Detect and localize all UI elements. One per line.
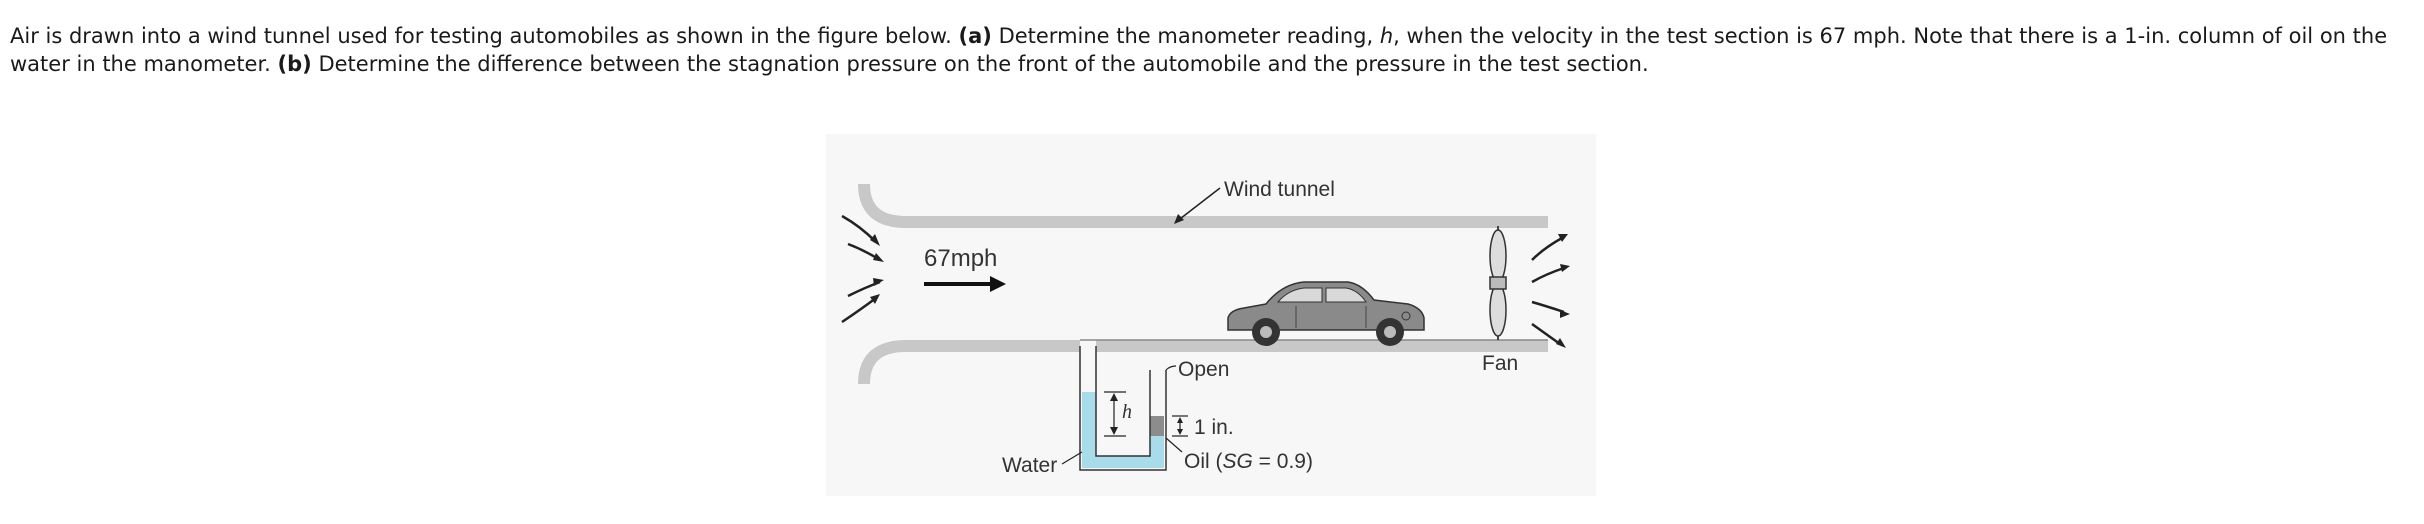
oil-height-label: 1 in. — [1194, 416, 1234, 439]
problem-intro: Air is drawn into a wind tunnel used for… — [10, 24, 952, 48]
speed-label: 67mph — [924, 245, 997, 272]
wind-tunnel-leader — [1175, 187, 1221, 223]
part-b-marker: (b) — [277, 52, 312, 76]
water-label: Water — [1002, 454, 1057, 477]
part-a-text-2: , when the velocity in the test section … — [10, 24, 2388, 76]
automobile — [1227, 281, 1425, 346]
open-label: Open — [1178, 358, 1229, 381]
inlet-flow-arrows — [841, 214, 881, 324]
outlet-flow-arrows — [1531, 236, 1565, 346]
problem-statement: Air is drawn into a wind tunnel used for… — [10, 22, 2414, 78]
part-a-marker: (a) — [958, 24, 992, 48]
h-dimension — [1104, 391, 1126, 437]
part-a-variable: h — [1379, 24, 1394, 48]
oil-column — [1150, 416, 1164, 436]
flow-arrow-head — [990, 276, 1006, 292]
manometer — [1079, 346, 1167, 471]
inlet-arrowheads — [870, 234, 884, 304]
outlet-arrowheads — [1556, 234, 1570, 348]
h-label: h — [1122, 401, 1132, 423]
fan-label: Fan — [1482, 352, 1518, 375]
wind-tunnel-diagram: 67mph Wind tunnel Fan — [841, 178, 1570, 477]
wind-tunnel-figure: 67mph Wind tunnel Fan — [826, 134, 1596, 496]
oil-label: Oil (SG = 0.9) — [1184, 450, 1313, 473]
part-b-text: Determine the difference between the sta… — [318, 52, 1649, 76]
tunnel-top-wall — [858, 183, 1548, 228]
fan — [1489, 226, 1507, 340]
tunnel-bottom-wall-left — [858, 340, 1080, 385]
part-a-text-1: Determine the manometer reading, — [998, 24, 1374, 48]
wind-tunnel-label: Wind tunnel — [1224, 178, 1335, 201]
